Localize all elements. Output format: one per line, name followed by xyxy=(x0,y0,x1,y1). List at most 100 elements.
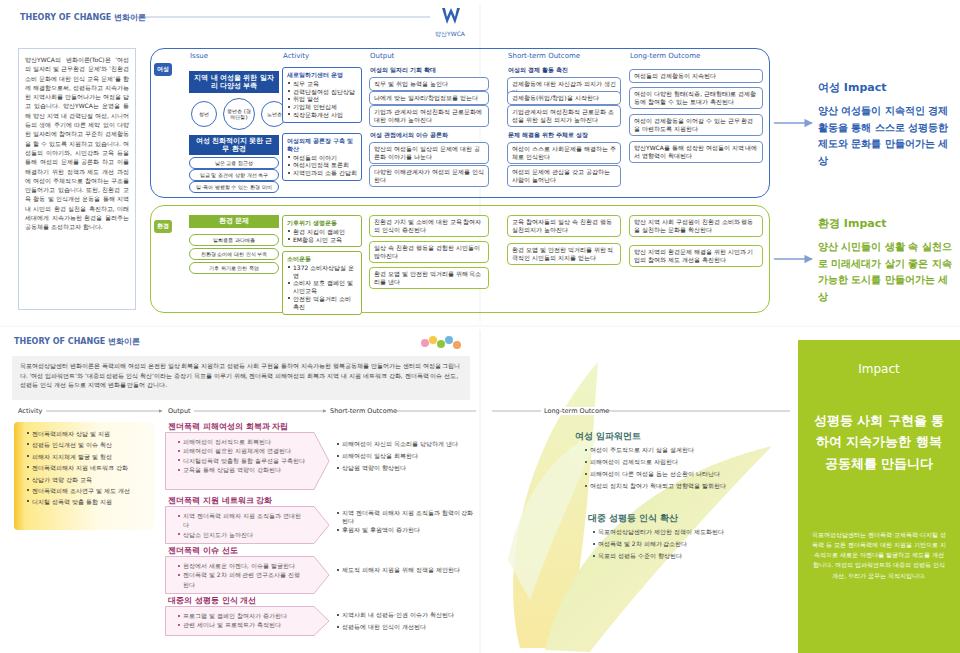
output-box: 기업과 관계자의 여성친화적 근로문화에 대한 이해가 높아진다 xyxy=(369,105,489,127)
fold-line xyxy=(480,330,481,653)
outcome-box: 교육 참여자들의 일상 속 친환경 행동 실천의지가 높아진다 xyxy=(507,215,621,237)
column-header: Long-term Outcome xyxy=(542,407,604,415)
node-text: 젠더폭력피해 조사연구 및 제도 개선 xyxy=(26,485,148,496)
group-heading: 여성의 경제 활동 촉진 xyxy=(508,66,622,75)
node-text: 친환경 소비에 대한 인식 부족 xyxy=(192,250,276,258)
outcome-box: 경제활동(취업/창업)을 시작한다 xyxy=(507,91,621,105)
node-text: 임금 및 조건에 상향 개선 촉구 xyxy=(192,171,276,179)
issue-pill: 낮은 고용 접근성 xyxy=(189,157,279,169)
node-text: 1372 소비자상담실 운영 xyxy=(287,264,357,280)
node-text: 여성시민정책 토론회 xyxy=(287,161,357,169)
impact-panel: Impact성평등 사회 구현을 통하여 지속가능한 행복공동체를 만듭니다목포… xyxy=(798,340,960,653)
activity-box: 기후위기 생명운동환경 지킴이 캠페인EM활용 시민 교육 xyxy=(282,215,362,247)
node-text: 중년층 (경력단절) xyxy=(226,108,252,121)
node-text: 양산 지역의 환경문제 해결을 위한 시민과 기업의 참여와 제도 개선을 촉진… xyxy=(634,248,758,264)
chevron-outline xyxy=(166,557,330,594)
logo-mark xyxy=(421,336,461,349)
output-box: 직무 및 취업 능력을 높인다 xyxy=(369,77,489,91)
node-text: 지역 내 여성을 위한 일자리 다양성 부족 xyxy=(193,74,275,90)
node-text: 청년 xyxy=(199,111,209,117)
column-header: Activity xyxy=(283,52,343,60)
group-heading: 문제 해결을 위한 주체로 성장 xyxy=(508,131,622,140)
output-box: 친환경 가치 및 소비에 대한 교육 참여자의 인식이 증진된다 xyxy=(369,215,489,237)
activity-list: 젠더폭력피해자 상담 및 지원성평등 인식개선 및 이슈 확산피해자 지지체계 … xyxy=(14,422,154,530)
group-heading: 여성 관점에서의 이슈 공론화 xyxy=(370,131,490,140)
outcome-item: 피해여성이 일상을 회복한다 xyxy=(336,452,476,460)
activity-box: 소비운동1372 소비자상담실 운영소비자 보호 캠페인 및 시민교육안전한 먹… xyxy=(282,251,362,315)
issue-pill: 친환경 소비에 대한 인식 부족 xyxy=(189,248,279,260)
header-arrow xyxy=(194,411,326,412)
region-band: 여성지역 내 여성을 위한 일자리 다양성 부족청년중년층 (경력단절)노년층여… xyxy=(150,48,770,198)
node-text: 일·육아 병행할 수 있는 환경 미비 xyxy=(192,183,276,191)
impact-statement: 환경 Impact양산 시민들이 생활 속 실천으로 미래세대가 살기 좋은 지… xyxy=(818,216,956,306)
outcome-item: 목포여성상담센터가 제안한 정책이 제도화된다 xyxy=(592,528,792,537)
outcome-box: 기업관계자의 여성친화적 근로문화 조성을 위한 실천 의지가 높아진다 xyxy=(507,105,621,127)
column-header: Output xyxy=(166,407,194,415)
node-text: 양산의 여성들이 일상의 문제에 대한 공론화 이야기를 나눈다 xyxy=(374,145,484,161)
node-text: 피해여성이 필요한 지원체계에 연결된다 xyxy=(177,446,306,455)
node-text: 양산 지역 사회 구성원이 친환경 소비와 행동을 실천하는 문화를 확산한다 xyxy=(634,218,758,234)
node-text: 양산 여성들이 지속적인 경제활동을 통해 스스로 성평등한 제도와 문화를 만… xyxy=(818,103,956,169)
group-heading: 대중의 성평등 인식 개선 xyxy=(168,595,333,606)
node-text: 기후 위기로 인한 폭염 xyxy=(192,264,276,272)
node-text: 젠더폭력 및 2차 피해 관련 연구조사를 진행한다 xyxy=(177,570,306,589)
node-text: 환경 오염 및 안전한 먹거리를 위해 목소리를 낸다 xyxy=(374,270,484,286)
header-rule xyxy=(604,411,790,412)
outcome-box: 여성이 스스로 사회문제를 해결하는 주체로 인식한다 xyxy=(507,142,621,164)
outcome-box: 양산 지역 사회 구성원이 친환경 소비와 행동을 실천하는 문화를 확산한다 xyxy=(629,215,763,237)
page-divider xyxy=(0,326,960,327)
node-text: 디지털성폭력 맞춤형 통합 솔루션을 구축한다 xyxy=(177,456,306,465)
outcome-heading: 여성 임파워먼트 xyxy=(575,430,775,443)
outcome-item: 피해여성이 자신의 목소리를 당당하게 낸다 xyxy=(336,440,476,448)
header-arrow xyxy=(46,411,162,412)
activity-box: 여성의제 공론장 구축 및 확산여성들의 이야기여성시민정책 토론회지역민과의 … xyxy=(282,133,362,181)
region-band: 환경환경 문제일회용품 과다배출친환경 소비에 대한 인식 부족기후 위기로 인… xyxy=(150,205,770,313)
logo-text: 양산YWCA xyxy=(432,30,468,39)
intro-text: 목포여성상담센터 변화이론은 폭력피해 여성의 온전한 일상 회복을 지원하고 … xyxy=(12,356,470,400)
node-text: 현장에서 새로운 아젠다, 이슈를 발굴한다 xyxy=(177,561,306,570)
group-heading: 젠더폭력 피해여성의 회복과 자립 xyxy=(168,421,333,432)
node-text: 기업관계자의 여성친화적 근로문화 조성을 위한 실천 의지가 높아진다 xyxy=(512,108,616,124)
node-text: 여성 친화적이지 못한 근무 환경 xyxy=(193,137,275,153)
node-text: 새로일하기센터 운영 xyxy=(287,71,357,79)
output-chevron: 지역 젠더폭력 피해자 지원 조직들과 연대한다상담소 인지도가 높아진다 xyxy=(165,506,330,544)
outcome-heading: 대중 성평등 인식 확산 xyxy=(588,512,788,525)
output-chevron: 현장에서 새로운 아젠다, 이슈를 발굴한다젠더폭력 및 2차 피해 관련 연구… xyxy=(165,556,330,594)
outcome-box: 여성의 문제에 관심을 갖고 공감하는 사람이 늘어난다 xyxy=(507,165,621,187)
node-text: 양산YWCA를 통해 성장한 여성들이 지역 내에서 영향력이 확대된다 xyxy=(634,144,758,160)
outcome-item: 피해여성이 다른 여성을 돕는 선순환이 나타난다 xyxy=(584,470,792,479)
connector-arrow xyxy=(774,122,812,123)
outcome-item: 피해여성이 경제적으로 자립한다 xyxy=(584,458,792,467)
issue-pill: 임금 및 조건에 상향 개선 촉구 xyxy=(189,169,279,181)
diagram-title: THEORY OF CHANGE 변화이론 xyxy=(20,12,146,23)
leaf-illustration xyxy=(508,430,600,600)
activity-box: 새로일하기센터 운영직무 교육경력단절여성 집단상담취업 알선기업체 인턴십제직… xyxy=(282,67,362,123)
output-box: 환경 오염 및 안전한 먹거리를 위해 목소리를 낸다 xyxy=(369,267,489,289)
header-rule xyxy=(492,411,541,412)
outcome-box: 양산 지역의 환경문제 해결을 위한 시민과 기업의 참여와 제도 개선을 촉진… xyxy=(629,245,763,267)
outcome-item: 성평등에 대한 인식이 개선된다 xyxy=(336,623,476,631)
node-text: 나에게 맞는 일자리/창업정보를 얻는다 xyxy=(374,94,484,102)
outcome-item: 여성의 정치적 참여가 확대되고 영향력을 발휘한다 xyxy=(584,482,792,491)
node-text: 여성 xyxy=(154,63,172,76)
node-text: 양산 시민들이 생활 속 실천으로 미래세대가 살기 좋은 지속가능한 도시를 … xyxy=(818,239,956,305)
logo-mark xyxy=(442,8,460,24)
outcome-box: 환경 오염 및 안전한 먹거리를 위한 적극적인 시민들의 지지를 얻는다 xyxy=(507,243,621,265)
node-text: 취업 알선 xyxy=(287,95,357,103)
node-text: 피해여성이 정서적으로 회복된다 xyxy=(177,437,306,446)
issue-pill: 기후 위기로 인한 폭염 xyxy=(189,262,279,274)
output-chevron: 프로그램 및 캠페인 참여자가 증가한다관련 세미나 및 프로젝트가 축적된다 xyxy=(165,606,330,636)
node-text: 여성이 경제활동을 이어갈 수 있는 근무 환경을 마련하도록 지원한다 xyxy=(634,117,758,133)
issue-box: 지역 내 여성을 위한 일자리 다양성 부족 xyxy=(189,71,279,93)
node-text: 낮은 고용 접근성 xyxy=(192,159,276,167)
node-text: 직무 및 취업 능력을 높인다 xyxy=(374,80,484,88)
node-text: 목포여성상담센터 변화이론은 폭력피해 여성의 온전한 일상 회복을 지원하고 … xyxy=(20,361,462,390)
node-text: 관련 세미나 및 프로젝트가 축적된다 xyxy=(177,620,306,629)
node-text: 환경 지킴이 캠페인 xyxy=(287,228,357,236)
outcome-item: 여성폭력 및 2차 피해가 감소한다 xyxy=(592,540,792,549)
node-text: 노년층 xyxy=(267,111,282,117)
impact-statement: 여성 Impact양산 여성들이 지속적인 경제활동을 통해 스스로 성평등한 … xyxy=(818,80,956,180)
output-chevron: 피해여성이 정서적으로 회복된다피해여성이 필요한 지원체계에 연결된다디지털성… xyxy=(165,432,330,490)
node-text: 젠더폭력피해자 상담 및 지원 xyxy=(26,428,148,439)
